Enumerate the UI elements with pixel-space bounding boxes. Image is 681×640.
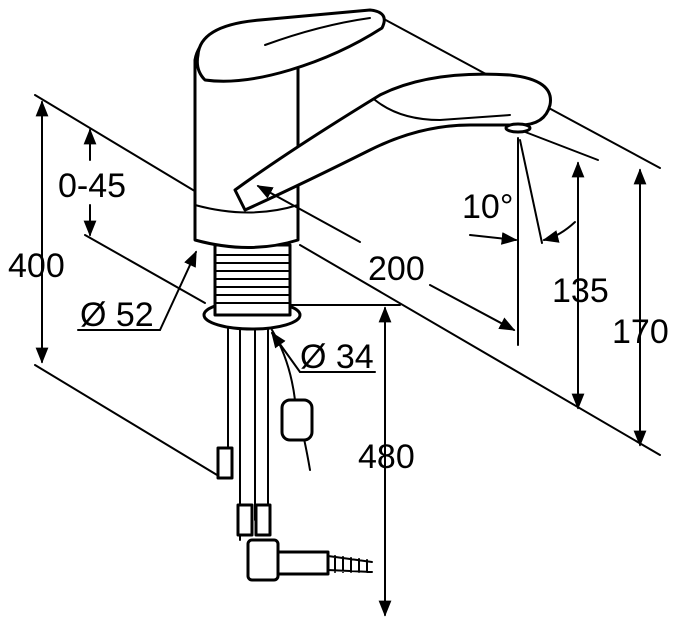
spout-angle-label: 10° xyxy=(462,188,513,226)
max-height-label: 400 xyxy=(8,247,65,285)
dimension-lines xyxy=(35,100,647,617)
hose-length-label: 480 xyxy=(358,438,415,476)
swivel-range-label: 0-45 xyxy=(58,167,126,205)
spout-reach-label: 200 xyxy=(368,250,425,288)
body-diameter-label: Ø 52 xyxy=(80,296,154,334)
outlet-height-label: 135 xyxy=(552,272,609,310)
total-height-label: 170 xyxy=(612,313,669,351)
faucet-illustration xyxy=(193,8,552,582)
extension-lines xyxy=(34,17,661,479)
shank-diameter-label: Ø 34 xyxy=(300,338,374,376)
